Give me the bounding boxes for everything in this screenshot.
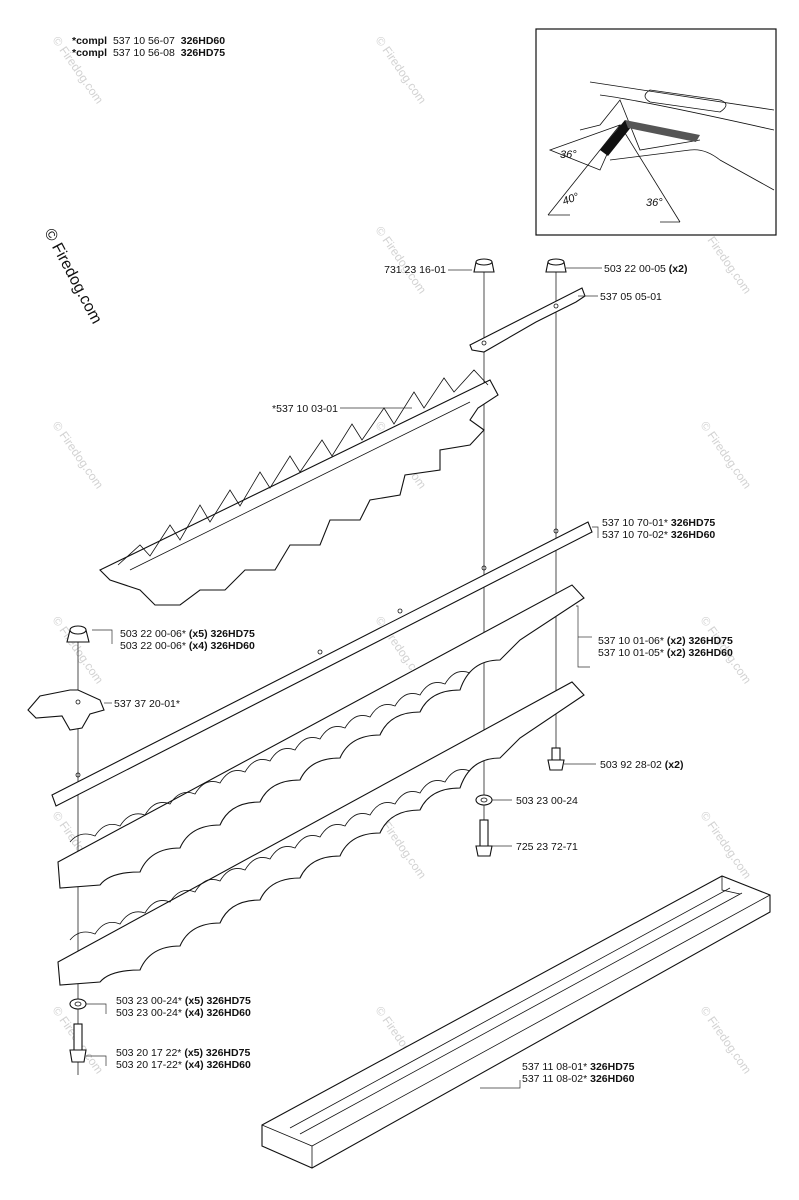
callout-blade-537-01-line-0: 537 10 01-06* (x2) 326HD75 xyxy=(598,635,733,647)
callout-screw-503-20-line-0: 503 20 17 22* (x5) 326HD75 xyxy=(116,1047,250,1059)
watermark-tile-13: © Firedog.com xyxy=(698,809,755,882)
washer-503-23-icon xyxy=(475,794,493,806)
watermark-tile-4: © Firedog.com xyxy=(373,224,430,297)
watermark-large: © Firedog.com xyxy=(40,226,104,327)
callout-labels: 731 23 16-01 503 22 00-05 (x2) 537 05 05-0… xyxy=(114,263,733,1085)
cover-537-11-icon xyxy=(261,875,771,1169)
inset-angle-1: 36° xyxy=(560,149,577,161)
callout-bar-537-70-line-1: 537 10 70-02* 326HD60 xyxy=(602,529,715,541)
callout-cover-537-11-line-0: 537 11 08-01* 326HD75 xyxy=(522,1061,635,1073)
callout-blade-537-01-line-1: 537 10 01-05* (x2) 326HD60 xyxy=(598,647,733,659)
callout-plate-537-05-line-0: 537 05 05-01 xyxy=(600,291,662,303)
callout-bar-537-70-line-0: 537 10 70-01* 326HD75 xyxy=(602,517,715,529)
screw-503-92-icon xyxy=(547,747,565,771)
callout-nut-731-line-0: 731 23 16-01 xyxy=(384,264,446,276)
header-line-1: *compl 537 10 56-07 326HD60 xyxy=(72,35,225,47)
tooth-angle-inset: 36° 40° 36° xyxy=(535,28,777,236)
callout-washer-503-23b-line-1: 503 23 00-24* (x4) 326HD60 xyxy=(116,1007,251,1019)
blade-537-01a-icon xyxy=(57,584,585,889)
header-line-2: *compl 537 10 56-08 326HD75 xyxy=(72,47,225,59)
callout-guard-537-03-line-0: *537 10 03-01 xyxy=(272,403,338,415)
callout-screw-725-line-0: 725 23 72-71 xyxy=(516,841,578,853)
inset-angle-3: 36° xyxy=(646,197,663,209)
screw-503-20-icon xyxy=(69,1023,87,1063)
leader-lines xyxy=(86,267,602,1089)
watermark-tile-1: © Firedog.com xyxy=(373,34,430,107)
blade-537-01b-icon xyxy=(57,681,585,986)
guard-537-03-icon xyxy=(99,369,499,606)
plate-537-05-icon xyxy=(469,287,586,353)
screw-725-icon xyxy=(475,819,493,857)
callout-cover-537-11-line-1: 537 11 08-02* 326HD60 xyxy=(522,1073,635,1085)
nut-503-06-icon xyxy=(66,625,90,643)
watermark-tile-16: © Firedog.com xyxy=(698,1004,755,1077)
nut-731-icon xyxy=(473,258,495,273)
callout-screw-503-92-line-0: 503 92 28-02 (x2) xyxy=(600,759,683,771)
callout-washer-503-23b-line-0: 503 23 00-24* (x5) 326HD75 xyxy=(116,995,251,1007)
callout-nut-503-06-line-0: 503 22 00-06* (x5) 326HD75 xyxy=(120,628,255,640)
inset-angle-2: 40° xyxy=(561,191,581,208)
bar-537-70-icon xyxy=(51,521,593,807)
watermark-tile-7: © Firedog.com xyxy=(698,419,755,492)
callout-guide-537-37-line-0: 537 37 20-01* xyxy=(114,698,180,710)
callout-washer-503-23-line-0: 503 23 00-24 xyxy=(516,795,578,807)
washer-503-23b-icon xyxy=(69,998,87,1010)
callout-nut-503-05-line-0: 503 22 00-05 (x2) xyxy=(604,263,687,275)
watermark-tile-3: © Firedog.com xyxy=(50,419,107,492)
callout-screw-503-20-line-1: 503 20 17-22* (x4) 326HD60 xyxy=(116,1059,251,1071)
callout-nut-503-06-line-1: 503 22 00-06* (x4) 326HD60 xyxy=(120,640,255,652)
guide-537-37-icon xyxy=(27,689,105,731)
nut-503-05-icon xyxy=(545,258,567,273)
